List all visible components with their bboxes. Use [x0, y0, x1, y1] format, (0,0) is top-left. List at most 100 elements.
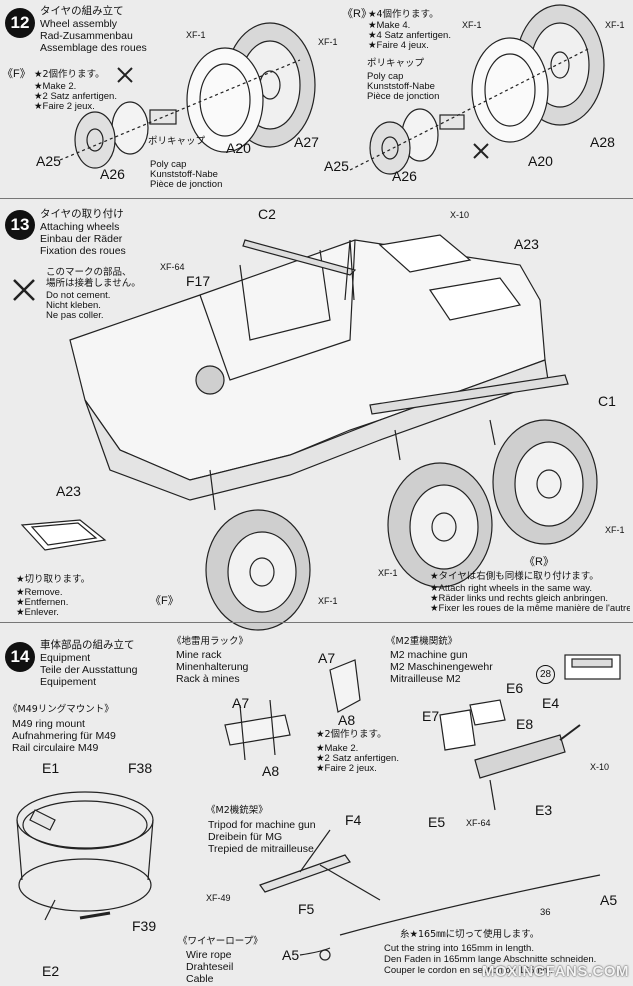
vehicle-hull-drawing	[69, 234, 569, 511]
divider-1	[0, 198, 633, 199]
step-12-title-fr: Assemblage des roues	[40, 42, 147, 54]
part-e5: E5	[428, 814, 446, 830]
step-14-title-fr: Equipement	[40, 676, 97, 688]
right-wheel-tag: 《R》	[342, 8, 372, 20]
mine-rack-de: Minenhalterung	[176, 661, 249, 673]
watermark: MOXINGFANS.COM	[481, 963, 629, 980]
part-x10-14: X-10	[590, 762, 610, 772]
wire-de: Drahteseil	[186, 961, 234, 973]
part-a25-left: A25	[36, 153, 61, 169]
tripod-en: Tripod for machine gun	[208, 819, 316, 831]
part-36: 36	[540, 907, 551, 918]
part-f39: F39	[132, 918, 157, 934]
left-wheel-tag: 《F》	[2, 68, 31, 80]
part-xf1-a: XF-1	[186, 30, 206, 40]
string-ja: 糸★165㎜に切って使用します。	[400, 929, 540, 940]
part-a7-right: A7	[318, 650, 336, 666]
part-e3: E3	[535, 802, 553, 818]
right-qty-ja: ★4個作ります。	[368, 9, 439, 20]
part-a5-left: A5	[282, 947, 300, 963]
part-xf1-d: XF-1	[605, 20, 625, 30]
part-xf1-13b: XF-1	[378, 568, 398, 578]
remove-ja: ★切り取ります。	[16, 574, 91, 585]
rear-wheel-tag: 《R》	[524, 556, 554, 568]
right-wheels-en: ★Attach right wheels in the same way.	[430, 583, 592, 594]
part-x10-13: X-10	[450, 210, 470, 220]
a8-qty-ja: ★2個作ります。	[316, 729, 387, 740]
part-xf1-13c: XF-1	[318, 596, 338, 606]
wheel-rear-left-drawing	[387, 462, 493, 588]
part-xf1-13a: XF-1	[605, 525, 625, 535]
part-f17: F17	[186, 273, 211, 289]
tripod-ja: 《M2機銃架》	[206, 805, 268, 816]
part-xf1-b: XF-1	[318, 37, 338, 47]
wire-ja: 《ワイヤーロープ》	[178, 936, 263, 947]
step-12-title-ja: タイヤの組み立て	[40, 5, 124, 17]
part-e2: E2	[42, 963, 60, 979]
part-a27: A27	[294, 134, 319, 150]
part-c2: C2	[258, 206, 276, 222]
wire-en: Wire rope	[186, 949, 232, 961]
remove-de: ★Entfernen.	[16, 597, 69, 608]
part-a20-right: A20	[528, 153, 553, 169]
polycap-fr-right: Pièce de jonction	[367, 91, 440, 102]
step-13-title-ja: タイヤの取り付け	[40, 208, 124, 220]
step-13-title-en: Attaching wheels	[40, 221, 120, 233]
m49-fr: Rail circulaire M49	[12, 742, 99, 754]
wheel-assembly-left-drawing	[59, 22, 316, 169]
step-12-title-de: Rad-Zusammenbau	[40, 30, 133, 42]
part-xf64-13: XF-64	[160, 262, 185, 272]
part-c1: C1	[598, 393, 616, 409]
part-xf49: XF-49	[206, 893, 231, 903]
string-en: Cut the string into 165mm in length.	[384, 943, 534, 954]
part-a25-right: A25	[324, 158, 349, 174]
no-cement-ja-1: このマークの部品、	[46, 267, 132, 278]
part-a26-left: A26	[100, 166, 125, 182]
step-13-title-de: Einbau der Räder	[40, 233, 123, 245]
string-de: Den Faden in 165mm lange Abschnitte schn…	[384, 954, 597, 965]
a8-qty-en: ★Make 2.	[316, 743, 359, 754]
part-a28: A28	[590, 134, 615, 150]
remove-en: ★Remove.	[16, 587, 63, 598]
a8-qty-fr: ★Faire 2 jeux.	[316, 763, 377, 774]
m2-en: M2 machine gun	[390, 649, 468, 661]
tripod-fr: Trepied de mitrailleuse	[208, 843, 314, 855]
right-wheels-de: ★Räder links und rechts gleich anbringen…	[430, 593, 609, 604]
right-qty-fr: ★Faire 4 jeux.	[368, 40, 429, 51]
part-a8-right: A8	[338, 712, 356, 728]
wire-rope-drawing	[299, 874, 601, 961]
step-12-title-en: Wheel assembly	[40, 18, 118, 30]
polycap-ja-left: ポリキャップ	[148, 136, 206, 147]
no-cement-ja-2: 場所は接着しません。	[46, 278, 141, 289]
part-e1: E1	[42, 760, 60, 776]
right-qty-en: ★Make 4.	[368, 20, 411, 31]
m49-ja: 《M49リングマウント》	[8, 704, 114, 715]
no-cement-de: Nicht kleben.	[46, 300, 101, 311]
a23-frame-drawing	[20, 519, 107, 551]
step-14-title-de: Teile der Ausstattung	[40, 664, 138, 676]
right-wheels-fr: ★Fixer les roues de la même manière de l…	[430, 604, 630, 614]
wheel-front-drawing	[205, 509, 311, 631]
ammo-box-drawing	[564, 654, 621, 680]
part-a26-right: A26	[392, 168, 417, 184]
no-cement-en: Do not cement.	[46, 290, 111, 301]
left-qty-en: ★Make 2.	[34, 81, 77, 92]
mine-rack-fr: Rack à mines	[176, 673, 240, 685]
wire-fr: Cable	[186, 973, 214, 985]
wheel-rear-right-drawing	[492, 419, 598, 545]
m49-de: Aufnahmering für M49	[12, 730, 116, 742]
part-e7: E7	[422, 708, 440, 724]
polycap-de-right: Kunststoff-Nabe	[367, 81, 435, 92]
reference-step-badge: 28	[536, 665, 555, 684]
polycap-ja-right: ポリキャップ	[367, 58, 425, 69]
left-qty-ja: ★2個作ります。	[34, 69, 105, 80]
m2-machine-gun-drawing	[439, 699, 581, 811]
step-14-badge: 14	[5, 642, 35, 672]
tripod-drawing	[259, 829, 381, 901]
m2-de: M2 Maschinengewehr	[390, 661, 493, 673]
a8-qty-de: ★2 Satz anfertigen.	[316, 753, 399, 764]
left-qty-fr: ★Faire 2 jeux.	[34, 101, 95, 112]
tripod-de: Dreibein für MG	[208, 831, 283, 843]
step-13-title-fr: Fixation des roues	[40, 245, 126, 257]
